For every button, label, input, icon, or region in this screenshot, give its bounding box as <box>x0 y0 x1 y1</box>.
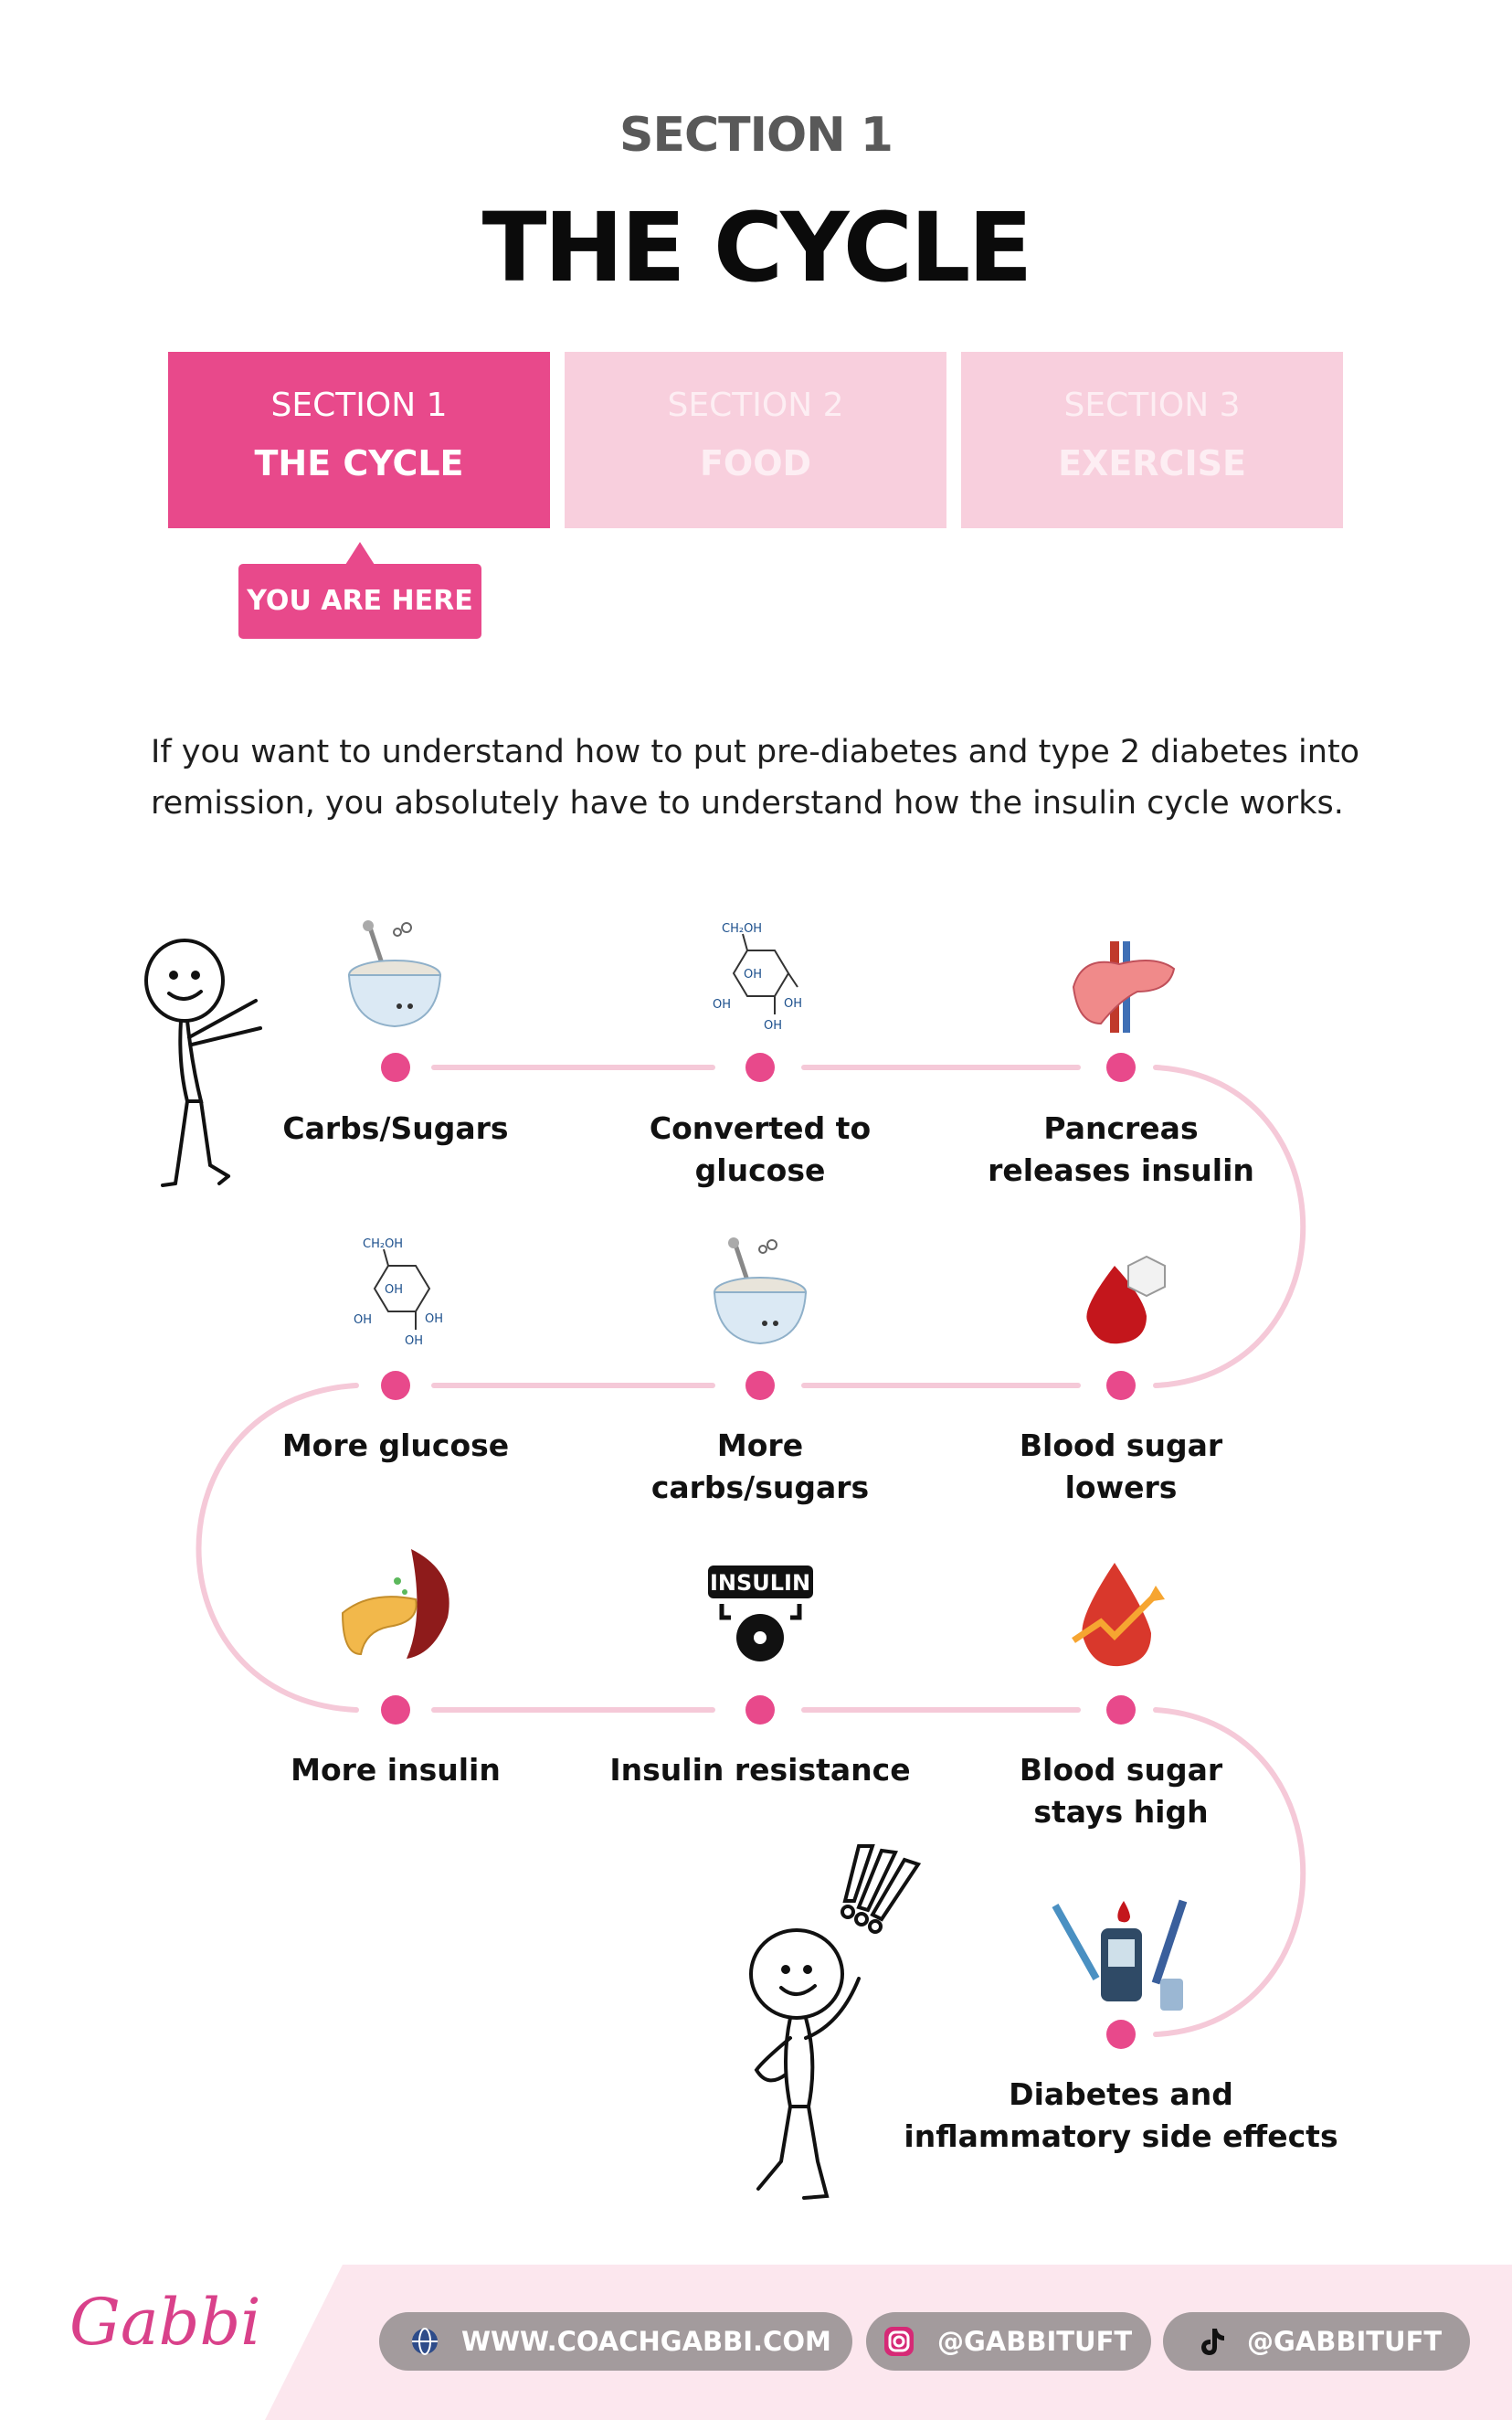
stick-figure-pointing <box>144 939 262 1187</box>
tab-name: THE CYCLE <box>254 443 464 483</box>
step-label-line: Blood sugar <box>1019 1428 1223 1463</box>
step-label-line: Diabetes and <box>1009 2076 1233 2112</box>
bowl-of-sugar-icon <box>713 1237 808 1345</box>
step-label-more-glucose: More glucose <box>240 1425 551 1467</box>
website-text: WWW.COACHGABBI.COM <box>461 2326 831 2357</box>
tab-section-1[interactable]: SECTION 1 THE CYCLE <box>168 352 550 528</box>
tab-section-label: SECTION 1 <box>270 387 448 424</box>
bowl-of-sugar-icon <box>347 920 442 1028</box>
step-label-line: More insulin <box>291 1752 501 1788</box>
glucose-molecule-icon: CH₂OH OH OH OH OH <box>354 1238 443 1348</box>
node-7 <box>381 1695 410 1725</box>
cycle-nodes <box>381 1053 1136 2049</box>
step-label-line: More <box>716 1428 804 1463</box>
node-3 <box>1106 1053 1136 1082</box>
svg-text:OH: OH <box>764 1019 782 1033</box>
step-label-line: carbs/sugars <box>650 1470 870 1505</box>
glucose-molecule-icon: CH₂OH OH OH OH OH <box>713 923 802 1033</box>
pancreas-vessel-icon <box>341 1549 449 1659</box>
step-label-line: glucose <box>694 1152 826 1188</box>
instagram-icon <box>884 2327 914 2356</box>
node-9 <box>1106 1695 1136 1725</box>
node-1 <box>381 1053 410 1082</box>
step-label-line: inflammatory side effects <box>904 2118 1338 2154</box>
tiktok-handle: @GABBITUFT <box>1247 2326 1443 2357</box>
step-label-line: Converted to <box>649 1110 872 1146</box>
tab-section-label: SECTION 3 <box>1063 387 1241 424</box>
step-label-line: releases insulin <box>988 1152 1254 1188</box>
insulin-badge-text: INSULIN <box>710 1570 810 1596</box>
step-label-line: lowers <box>1064 1470 1178 1505</box>
blood-drop-sugar-cube-icon <box>1086 1255 1166 1344</box>
instagram-handle: @GABBITUFT <box>937 2326 1133 2357</box>
footer-background <box>0 2265 1512 2420</box>
globe-icon <box>412 2328 438 2355</box>
step-label-blood-sugar-high: Blood sugar stays high <box>957 1749 1285 1833</box>
gabbi-logo: Gabbi <box>69 2285 261 2360</box>
cycle-path-line <box>196 1065 1306 2037</box>
page-title: THE CYCLE <box>481 192 1033 303</box>
tab-name: EXERCISE <box>1058 443 1246 483</box>
tab-name: FOOD <box>699 443 812 483</box>
node-4 <box>1106 1371 1136 1400</box>
node-10 <box>1106 2020 1136 2049</box>
tiktok-icon <box>1201 2329 1224 2355</box>
section-kicker: SECTION 1 <box>619 108 893 163</box>
step-label-line: Insulin resistance <box>609 1752 911 1788</box>
svg-text:OH: OH <box>425 1312 443 1326</box>
svg-text:CH₂OH: CH₂OH <box>363 1238 403 1251</box>
step-label-line: More glucose <box>281 1428 510 1463</box>
tab-section-3[interactable]: SECTION 3 EXERCISE <box>961 352 1343 528</box>
badge-pointer <box>345 542 375 565</box>
blood-drop-rising-icon <box>1072 1563 1165 1667</box>
step-label-insulin-resistance: Insulin resistance <box>577 1749 943 1791</box>
you-are-here-badge: YOU ARE HERE <box>238 564 481 639</box>
step-label-blood-sugar-lowers: Blood sugar lowers <box>957 1425 1285 1509</box>
step-label-line: stays high <box>1033 1794 1209 1830</box>
node-6 <box>381 1371 410 1400</box>
node-8 <box>745 1695 775 1725</box>
tab-section-label: SECTION 2 <box>667 387 844 424</box>
step-label-more-carbs: More carbs/sugars <box>596 1425 925 1509</box>
step-label-line: Blood sugar <box>1019 1752 1223 1788</box>
svg-text:OH: OH <box>784 997 802 1011</box>
svg-text:OH: OH <box>385 1283 403 1297</box>
svg-text:OH: OH <box>354 1313 372 1327</box>
step-label-line: Carbs/Sugars <box>282 1110 509 1146</box>
svg-text:OH: OH <box>405 1334 423 1348</box>
tiktok-link[interactable]: @GABBITUFT <box>1163 2312 1470 2371</box>
diabetes-supplies-icon <box>1052 1899 1188 2011</box>
website-link[interactable]: WWW.COACHGABBI.COM <box>379 2312 852 2371</box>
tab-section-2[interactable]: SECTION 2 FOOD <box>565 352 946 528</box>
node-5 <box>745 1371 775 1400</box>
step-label-more-insulin: More insulin <box>240 1749 551 1791</box>
stick-figure-exclaiming <box>749 1844 922 2200</box>
node-2 <box>745 1053 775 1082</box>
svg-text:OH: OH <box>713 998 731 1012</box>
step-label-carbs-sugars: Carbs/Sugars <box>259 1108 533 1150</box>
svg-text:CH₂OH: CH₂OH <box>722 923 762 936</box>
step-label-pancreas: Pancreas releases insulin <box>957 1108 1285 1192</box>
instagram-link[interactable]: @GABBITUFT <box>866 2312 1151 2371</box>
cycle-path-diagram <box>196 1053 1306 2049</box>
step-label-converted: Converted to glucose <box>596 1108 925 1192</box>
step-label-line: Pancreas <box>1043 1110 1199 1146</box>
insulin-resistance-icon: INSULIN <box>708 1566 813 1661</box>
intro-paragraph: If you want to understand how to put pre… <box>151 734 1360 822</box>
step-label-diabetes: Diabetes and inflammatory side effects <box>883 2074 1359 2158</box>
pancreas-icon <box>1072 941 1176 1033</box>
svg-text:OH: OH <box>744 968 762 982</box>
